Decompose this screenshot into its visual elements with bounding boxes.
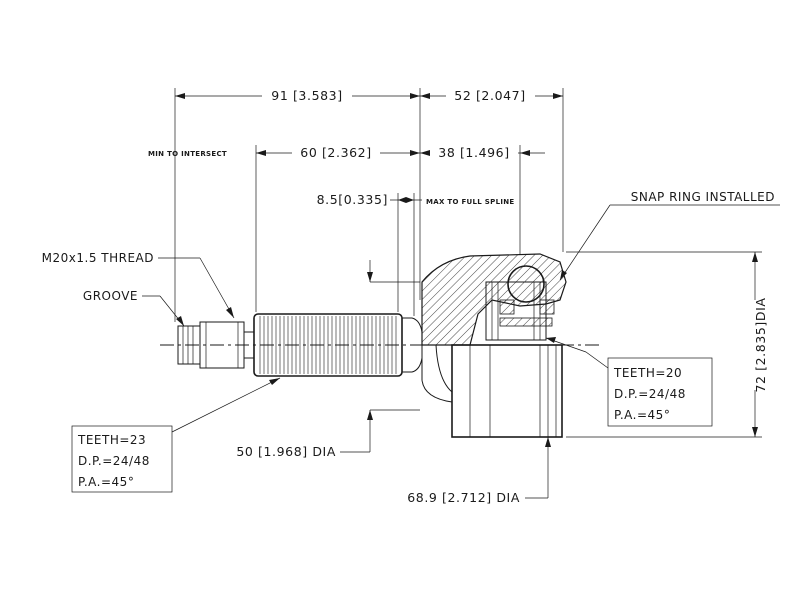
spec-box-right [607, 357, 713, 427]
dimension-lines [174, 88, 762, 499]
leader-lines [142, 204, 780, 433]
snap-ring-callout: SNAP RING INSTALLED [631, 190, 775, 204]
spec-left-teeth: TEETH=23 [77, 433, 146, 447]
housing [421, 253, 567, 438]
dim-overall-left: 91 [3.583] [271, 88, 342, 103]
dim-overall-right: 52 [2.047] [454, 88, 525, 103]
groove-callout: GROOVE [83, 289, 138, 303]
min-to-intersect-label: MIN TO INTERSECT [148, 150, 227, 158]
spec-left-dp: D.P.=24/48 [78, 454, 150, 468]
spline-teeth [259, 316, 397, 374]
dim-right-inner: 38 [1.496] [438, 145, 509, 160]
spec-box-left [71, 425, 173, 493]
spec-right-teeth: TEETH=20 [613, 366, 682, 380]
ball-bearing [507, 265, 545, 303]
spec-right-dp: D.P.=24/48 [614, 387, 686, 401]
thread-callout: M20x1.5 THREAD [42, 251, 154, 265]
dim-housing-dia: 68.9 [2.712] DIA [407, 490, 520, 505]
shaft [177, 313, 423, 377]
spec-right-pa: P.A.=45° [614, 408, 670, 422]
dim-shaft-dia: 50 [1.968] DIA [236, 444, 336, 459]
max-to-full-spline-label: MAX TO FULL SPLINE [426, 198, 514, 206]
dim-outer-dia: 72 [2.835]DIA [753, 297, 768, 392]
dim-spline: 8.5[0.335] [317, 192, 388, 207]
spec-left-pa: P.A.=45° [78, 475, 134, 489]
dim-intersect: 60 [2.362] [300, 145, 371, 160]
